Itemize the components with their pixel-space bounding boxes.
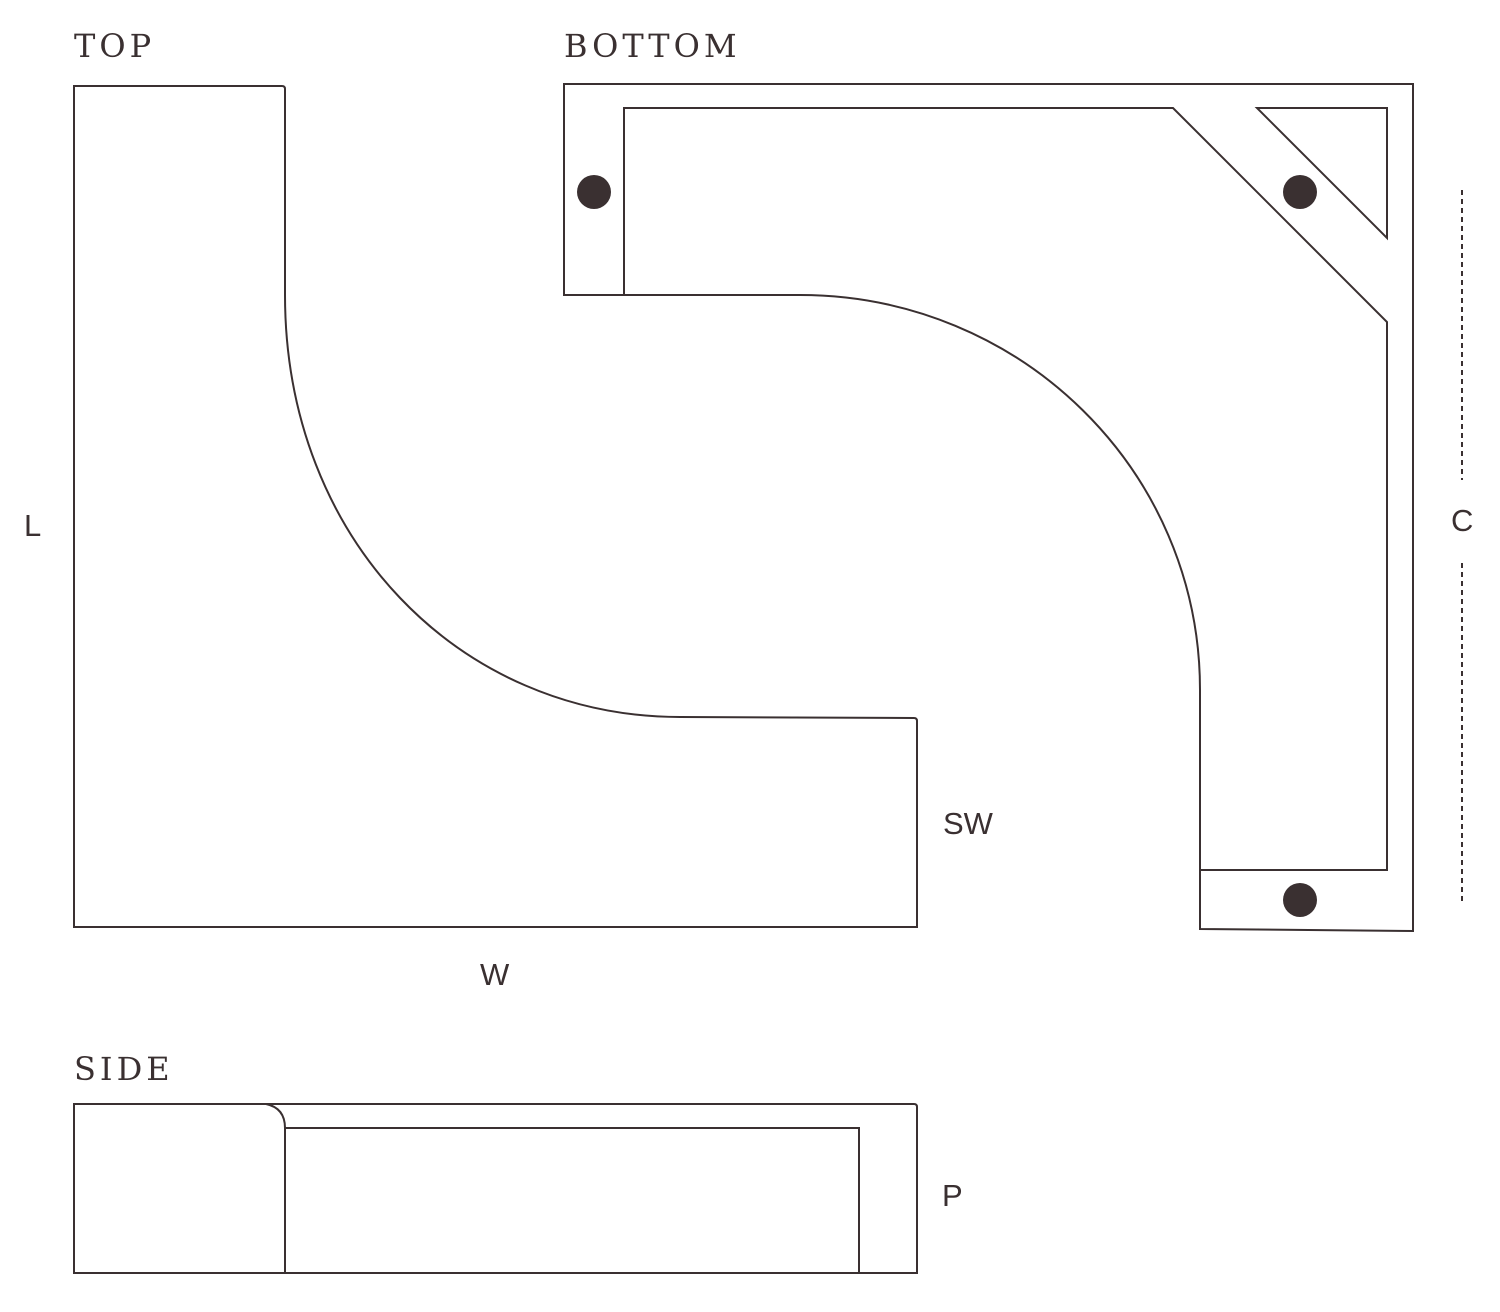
seat-width-label: SW <box>943 806 994 841</box>
top-view-title: TOP <box>74 27 155 65</box>
side-view <box>73 1103 918 1274</box>
foot-corner <box>1283 175 1317 209</box>
corner-brace <box>1254 107 1388 241</box>
foot-left <box>577 175 611 209</box>
width-label: W <box>480 957 510 992</box>
foot-bottom <box>1283 883 1317 917</box>
length-label: L <box>24 508 41 543</box>
side-armrest <box>265 1103 286 1273</box>
corner-label: C <box>1451 503 1473 538</box>
bottom-view-outline <box>563 83 1414 933</box>
top-view-outline <box>73 85 918 928</box>
bottom-view-title: BOTTOM <box>564 27 741 65</box>
bottom-view <box>563 83 1414 933</box>
side-seat <box>285 1127 860 1273</box>
bottom-view-frame <box>623 107 1388 871</box>
side-view-outline <box>73 1103 918 1274</box>
profile-label: P <box>942 1178 963 1213</box>
side-view-title: SIDE <box>74 1050 174 1088</box>
